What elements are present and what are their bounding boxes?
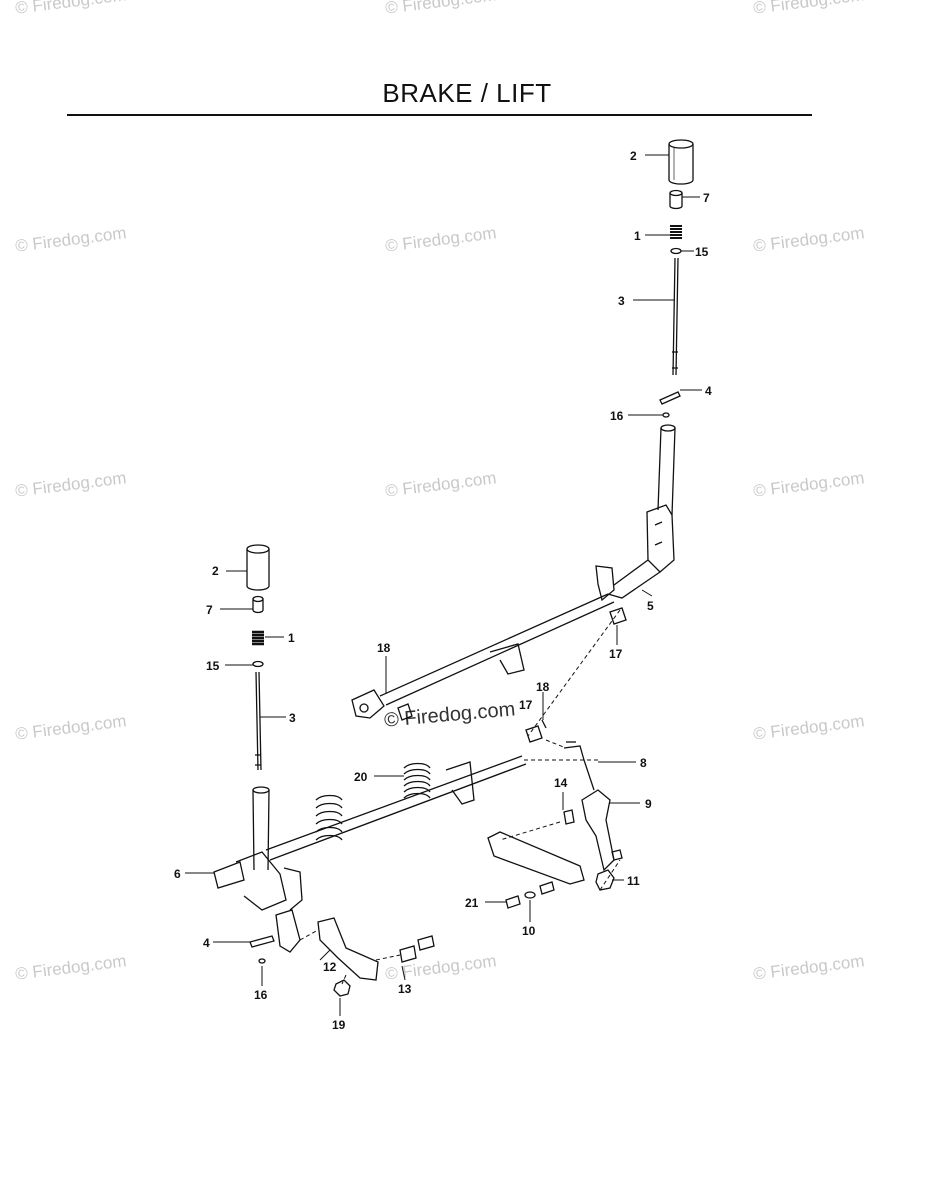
left-clip bbox=[258, 958, 266, 964]
left-pedal-arm bbox=[213, 786, 303, 953]
callout-11: 11 bbox=[627, 874, 640, 888]
left-pedal-pad bbox=[246, 544, 270, 591]
callout-10: 10 bbox=[522, 924, 536, 938]
nut-19 bbox=[333, 979, 351, 997]
rod-8 bbox=[563, 741, 595, 791]
callout-12: 12 bbox=[323, 960, 337, 974]
callout-3-right: 3 bbox=[618, 294, 625, 308]
left-washer bbox=[252, 660, 264, 668]
callout-17-center: 17 bbox=[519, 698, 533, 712]
link-12 bbox=[317, 917, 379, 981]
callout-2-left: 2 bbox=[212, 564, 219, 578]
callout-1-right: 1 bbox=[634, 229, 641, 243]
spring-20-lower bbox=[315, 794, 343, 841]
right-pedal-pad bbox=[668, 139, 694, 185]
callout-16-left: 16 bbox=[254, 988, 268, 1002]
cross-shaft bbox=[351, 593, 615, 719]
callout-19: 19 bbox=[332, 1018, 346, 1032]
right-pedal-bushing bbox=[669, 189, 683, 210]
callout-1-left: 1 bbox=[288, 631, 295, 645]
lift-shaft bbox=[265, 719, 547, 861]
callout-3-left: 3 bbox=[289, 711, 296, 725]
bolt-14 bbox=[563, 809, 575, 825]
right-spring bbox=[670, 225, 682, 239]
lever-9 bbox=[581, 789, 615, 872]
callout-7-left: 7 bbox=[206, 603, 213, 617]
callout-15-right: 15 bbox=[695, 245, 709, 259]
callout-18-left: 18 bbox=[377, 641, 391, 655]
right-rod bbox=[672, 257, 679, 376]
right-washer bbox=[670, 247, 682, 255]
callout-14: 14 bbox=[554, 776, 568, 790]
right-clip bbox=[662, 412, 670, 418]
assembly-dashed-lines bbox=[299, 609, 621, 985]
link-arm bbox=[487, 831, 585, 885]
callout-6: 6 bbox=[174, 867, 181, 881]
callout-13: 13 bbox=[398, 982, 412, 996]
left-pin bbox=[249, 935, 275, 948]
title-rule bbox=[67, 114, 812, 116]
washer-10 bbox=[524, 881, 555, 899]
leader-lines bbox=[185, 154, 702, 1016]
bolt-13 bbox=[399, 935, 435, 963]
right-bushing-17 bbox=[609, 607, 627, 625]
callout-20: 20 bbox=[354, 770, 368, 784]
spring-20-upper bbox=[403, 762, 431, 799]
callout-4-right: 4 bbox=[705, 384, 712, 398]
page-title: BRAKE / LIFT bbox=[382, 78, 552, 108]
left-spring bbox=[252, 630, 264, 646]
callout-21: 21 bbox=[465, 896, 479, 910]
callout-7-right: 7 bbox=[703, 191, 710, 205]
callout-18-right: 18 bbox=[536, 680, 550, 694]
callout-4-left: 4 bbox=[203, 936, 210, 950]
nut-11 bbox=[595, 849, 623, 891]
callout-16-right: 16 bbox=[610, 409, 624, 423]
callout-2-right: 2 bbox=[630, 149, 637, 163]
callout-9: 9 bbox=[645, 797, 652, 811]
callout-8: 8 bbox=[640, 756, 647, 770]
left-pedal-bushing bbox=[252, 595, 264, 614]
callout-15-left: 15 bbox=[206, 659, 220, 673]
callout-17-right: 17 bbox=[609, 647, 623, 661]
callout-5: 5 bbox=[647, 599, 654, 613]
right-pedal-arm bbox=[595, 424, 676, 602]
left-rod bbox=[255, 671, 262, 771]
pin-21 bbox=[505, 895, 521, 909]
bushing-18-left bbox=[397, 703, 413, 721]
right-pin bbox=[659, 391, 681, 405]
